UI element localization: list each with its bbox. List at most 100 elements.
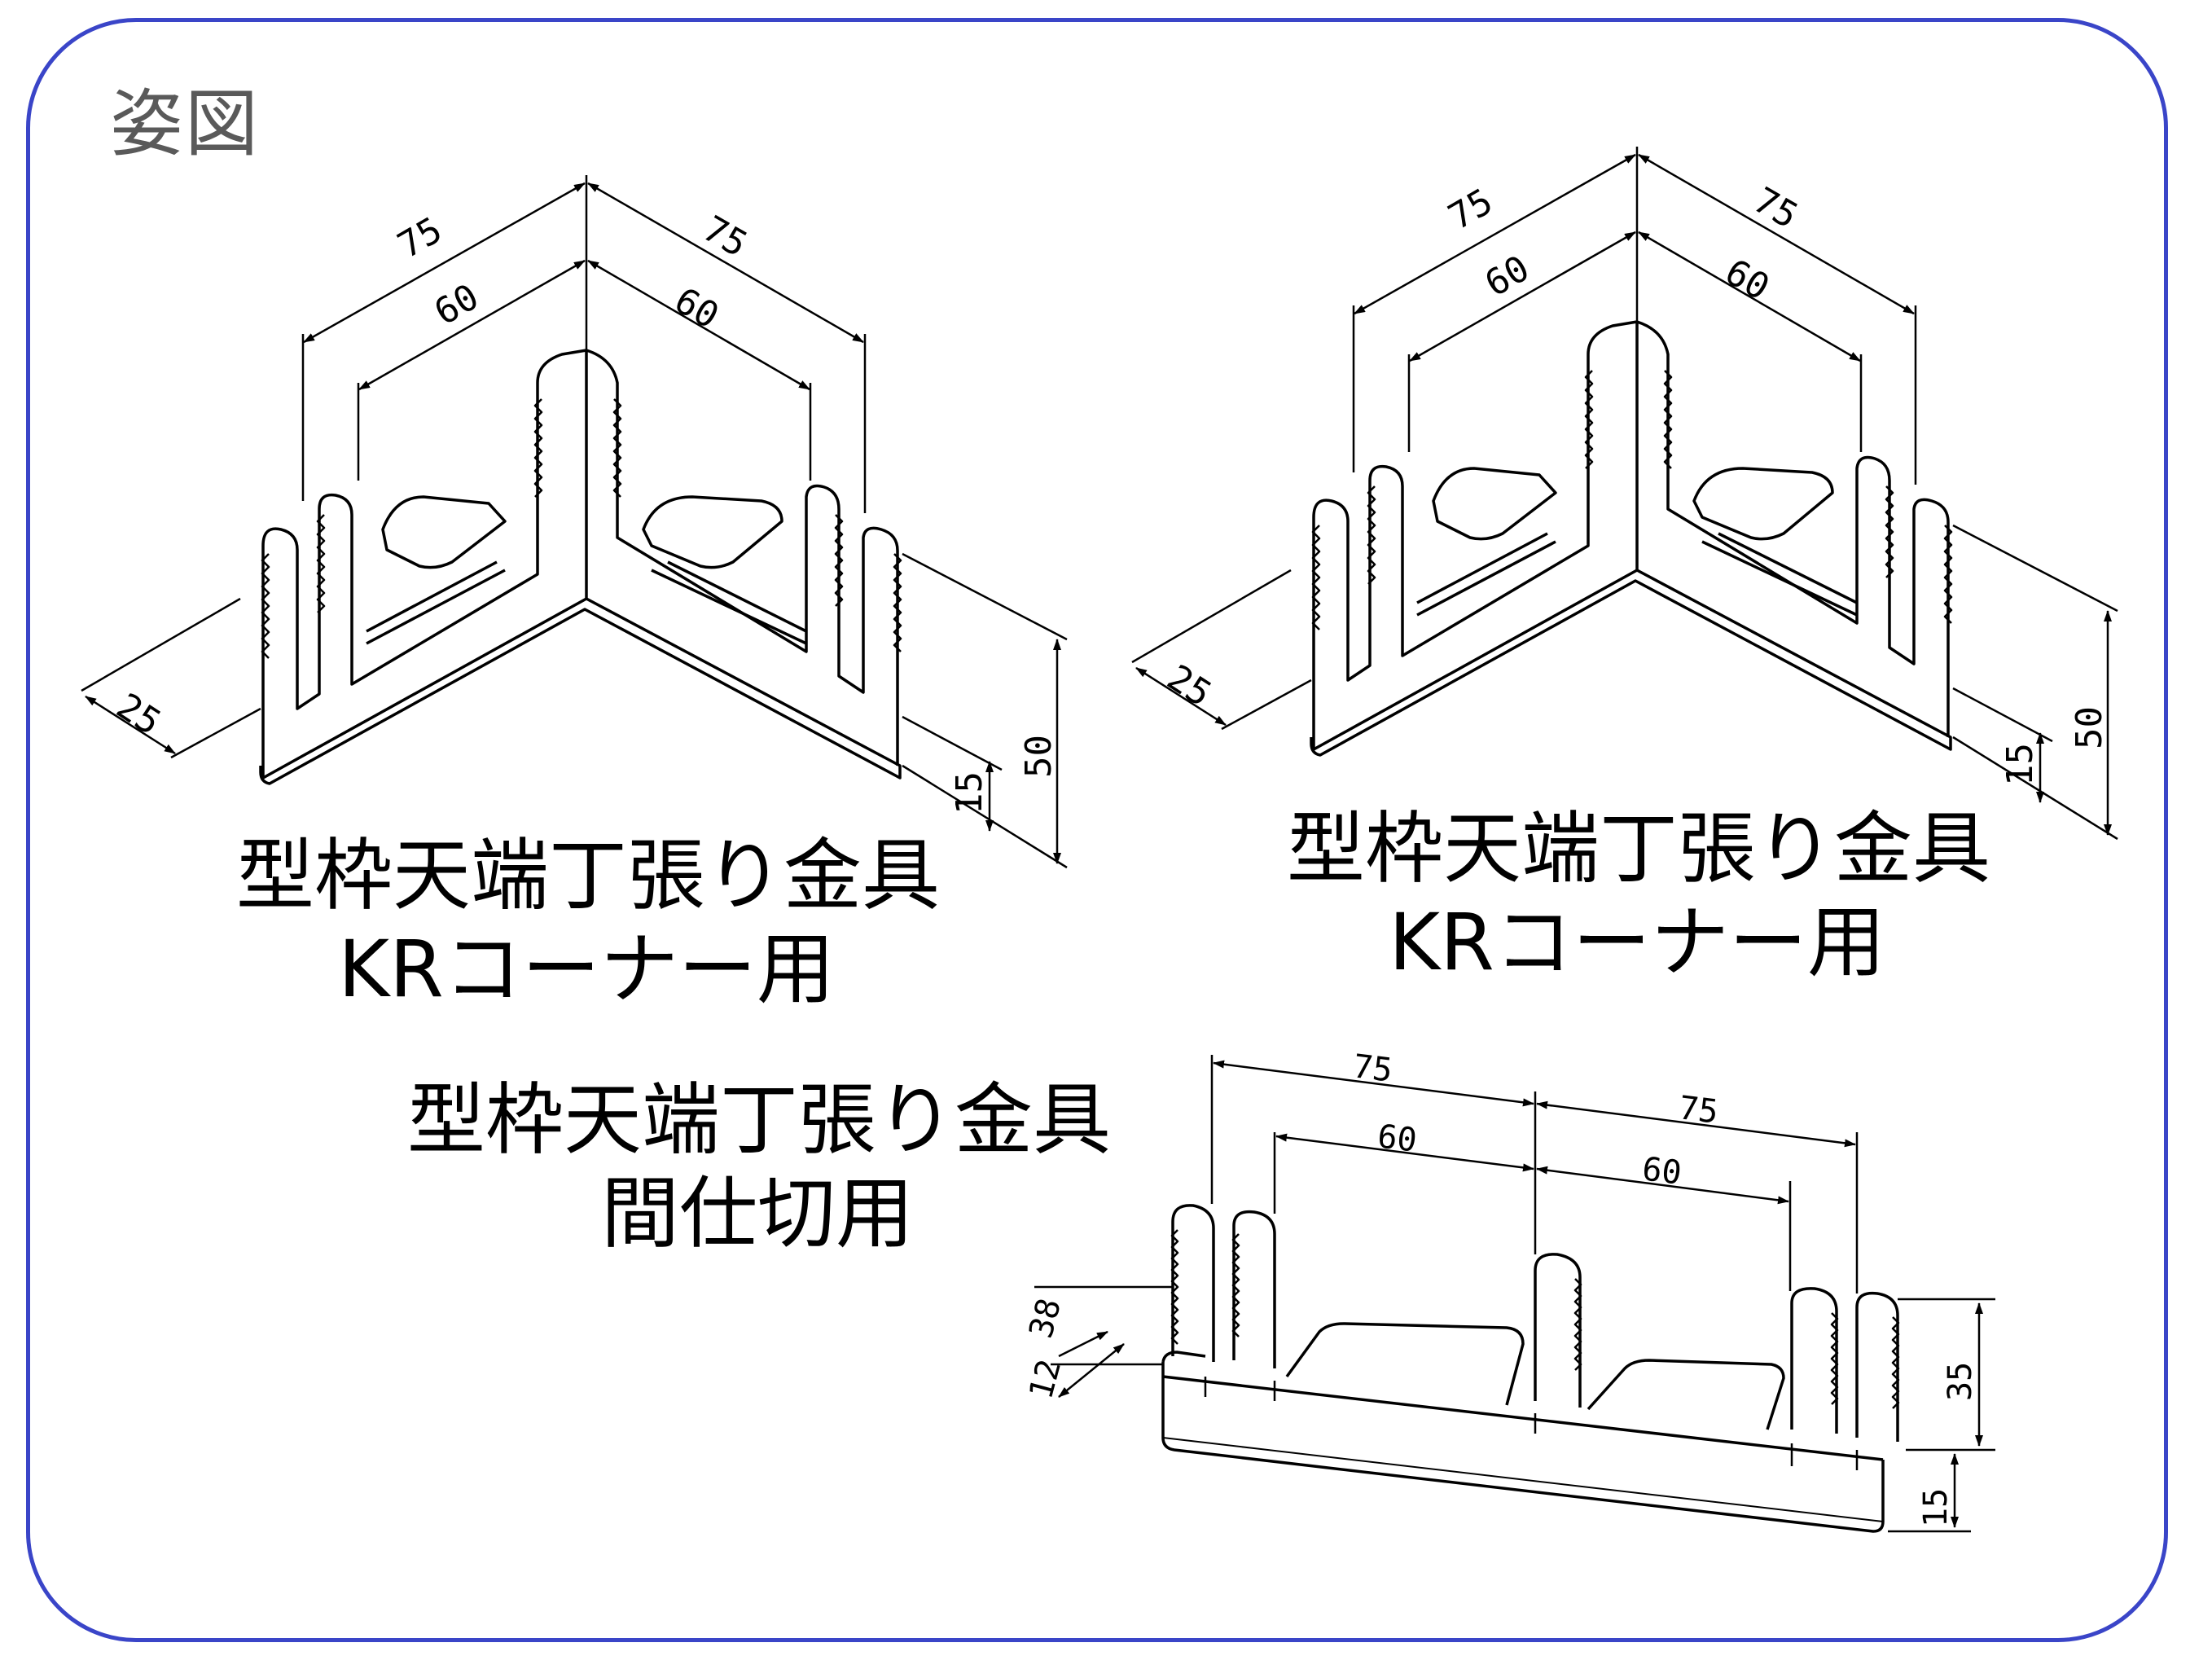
dim-label-height-fin: 35 <box>1942 1362 1979 1401</box>
slot-line <box>1701 532 1858 617</box>
dim-label-height-total: 50 <box>2069 706 2110 749</box>
slot-line <box>366 560 506 645</box>
serration <box>612 398 622 498</box>
partition-dimensions <box>1034 1055 1995 1533</box>
serration <box>261 553 270 659</box>
fin <box>1232 1210 1276 1368</box>
slot-line <box>651 560 807 645</box>
base-plate-front <box>1310 569 1952 757</box>
serration <box>1885 485 1894 578</box>
dim-label-height-base: 15 <box>949 771 990 815</box>
caption-subtitle: 間仕切用 <box>601 1168 914 1260</box>
dim-label-inner-left: 60 <box>1478 248 1536 305</box>
ext-line <box>170 707 261 759</box>
caption-subtitle: KRコーナー用 <box>1389 897 1885 989</box>
corner-dimensions-2 <box>1131 147 2118 841</box>
page-heading: 姿図 <box>110 81 260 167</box>
dim-line-depth <box>85 695 176 755</box>
caption-partition: 型枠天端丁張り金具 間仕切用 <box>407 1074 1111 1261</box>
dim-label-outer-left: 75 <box>1442 181 1499 239</box>
dim-label-inner-left: 60 <box>428 276 485 334</box>
serration <box>1830 1312 1839 1405</box>
serration <box>1943 525 1953 624</box>
dim-label-inner-right: 60 <box>1718 251 1776 309</box>
fin <box>1171 1204 1215 1362</box>
slot-line <box>1416 532 1556 617</box>
dim-line-inner-right <box>1638 231 1861 362</box>
dim-label-outer-right: 75 <box>696 208 754 266</box>
dim-label-depth: 25 <box>109 685 168 744</box>
dim-label-inner-right: 60 <box>668 279 726 337</box>
dim-label-outer-right: 75 <box>1747 179 1805 237</box>
serration <box>1573 1278 1582 1371</box>
ext-line <box>902 715 1003 771</box>
dim-line-depth-total <box>1058 1343 1125 1398</box>
serration <box>1170 1229 1179 1345</box>
caption-title: 型枠天端丁張り金具 <box>1287 803 1990 894</box>
dim-label-outer-right: 75 <box>1677 1089 1720 1131</box>
dim-label-outer-left: 75 <box>1351 1048 1394 1090</box>
serration <box>893 553 902 652</box>
serration <box>1231 1233 1240 1337</box>
left-wing <box>1312 320 1639 749</box>
ext-line <box>1221 679 1312 731</box>
base-bar-top <box>1161 1351 1206 1363</box>
serration <box>1891 1316 1900 1409</box>
dim-line-inner-left <box>358 259 586 391</box>
ext-line <box>1952 687 2053 743</box>
right-wing <box>586 349 899 766</box>
caption-title: 型枠天端丁張り金具 <box>407 1074 1111 1166</box>
dim-label-outer-left: 75 <box>391 209 449 267</box>
flap <box>1587 1359 1785 1430</box>
serration <box>1584 370 1594 469</box>
caption-subtitle: KRコーナー用 <box>338 924 835 1016</box>
dim-line-outer-left <box>1213 1060 1534 1107</box>
dim-label-depth: 25 <box>1160 657 1218 715</box>
base-plate-front <box>259 597 902 785</box>
base-bar-top-edge <box>1162 1375 1884 1461</box>
dim-line-inner-left <box>1275 1133 1534 1172</box>
fin <box>1534 1253 1582 1408</box>
caption-corner-2: 型枠天端丁張り金具 KRコーナー用 <box>1287 802 1990 990</box>
dim-line-depth <box>1135 666 1227 727</box>
dim-label-depth-total: 38 <box>1022 1294 1069 1342</box>
fin <box>1790 1287 1838 1434</box>
caption-title: 型枠天端丁張り金具 <box>236 830 940 921</box>
dim-label-depth-front: 12 <box>1022 1355 1069 1403</box>
ext-line <box>1952 524 2118 613</box>
dim-line-outer-right <box>1536 1100 1856 1148</box>
corner-dimensions-1 <box>81 175 1068 869</box>
tab-line <box>1204 1377 1859 1470</box>
dim-line-inner-left <box>1409 231 1636 362</box>
dim-label-inner-right: 60 <box>1640 1150 1683 1192</box>
dim-label-inner-left: 60 <box>1376 1118 1419 1160</box>
serration <box>1367 485 1376 585</box>
flap-left <box>381 495 507 569</box>
dim-label-height-base: 15 <box>1999 743 2041 786</box>
ext-line <box>1952 736 2118 841</box>
rounded-frame <box>26 18 2168 1642</box>
serration <box>1663 370 1673 469</box>
ext-line <box>1131 569 1292 664</box>
dim-line-depth-front <box>1058 1330 1108 1358</box>
dim-label-height-total: 50 <box>1018 735 1060 778</box>
corner-bracket-2 <box>1310 320 1953 757</box>
caption-corner-1: 型枠天端丁張り金具 KRコーナー用 <box>236 829 940 1017</box>
ext-line <box>902 552 1068 641</box>
flap-right <box>642 495 783 569</box>
dim-label-height-base: 15 <box>1917 1488 1955 1527</box>
fin <box>1855 1291 1899 1442</box>
flap-right <box>1692 467 1834 541</box>
serration <box>533 398 543 498</box>
right-wing <box>1636 320 1950 737</box>
flap <box>1285 1322 1525 1406</box>
serration <box>316 514 326 613</box>
dim-line-inner-right <box>1536 1166 1789 1205</box>
left-wing <box>261 349 588 778</box>
corner-bracket-1 <box>259 349 902 785</box>
dim-line-inner-right <box>587 259 810 391</box>
serration <box>1311 525 1321 630</box>
ext-line <box>81 597 241 692</box>
dim-line-outer-right <box>587 182 864 344</box>
